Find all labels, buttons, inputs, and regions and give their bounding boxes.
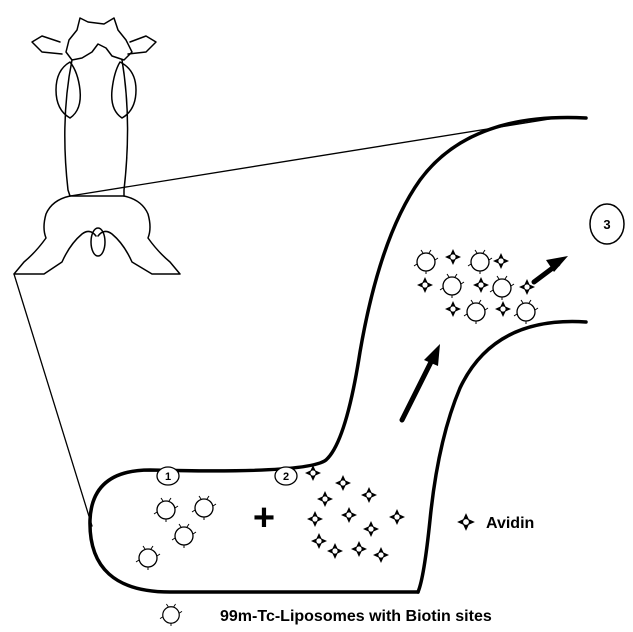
marker-1-label: 1 — [165, 471, 171, 483]
plus-sign: + — [253, 497, 275, 539]
avidin-icon — [363, 521, 379, 537]
liposome-icon — [440, 274, 464, 298]
marker-3: 3 — [590, 204, 624, 244]
flow-arrow-icon — [402, 256, 568, 420]
avidin-icon — [307, 511, 323, 527]
liposome-icon — [154, 498, 178, 522]
mouse-silhouette-icon — [14, 18, 180, 274]
marker-2-label: 2 — [283, 471, 289, 483]
liposome-icon — [414, 250, 438, 274]
avidin-icon — [373, 547, 389, 563]
avidin-icon — [341, 507, 357, 523]
marker-2: 2 — [275, 467, 297, 485]
marker-1: 1 — [157, 467, 179, 485]
liposome-icon — [136, 546, 160, 570]
legend-liposome-label: 99m-Tc-Liposomes with Biotin sites — [220, 608, 492, 625]
avidin-icon — [445, 249, 461, 265]
avidin-icon — [311, 533, 327, 549]
liposome-icon — [160, 604, 182, 626]
liposome-icon — [464, 300, 488, 324]
liposome-icon — [468, 250, 492, 274]
avidin-group-free — [305, 465, 405, 563]
avidin-icon — [351, 541, 367, 557]
avidin-icon — [457, 513, 475, 531]
liposome-icon — [514, 300, 538, 324]
avidin-icon — [327, 543, 343, 559]
marker-3-label: 3 — [603, 217, 610, 232]
avidin-icon — [495, 301, 511, 317]
liposome-icon — [172, 524, 196, 548]
avidin-icon — [335, 475, 351, 491]
legend-avidin: Avidin — [457, 513, 534, 532]
liposome-group-free — [136, 496, 216, 570]
avidin-icon — [473, 277, 489, 293]
avidin-icon — [317, 491, 333, 507]
avidin-icon — [389, 509, 405, 525]
avidin-icon — [361, 487, 377, 503]
avidin-icon — [417, 277, 433, 293]
avidin-icon — [493, 253, 509, 269]
liposome-icon — [490, 276, 514, 300]
legend-liposome: 99m-Tc-Liposomes with Biotin sites — [160, 604, 492, 626]
liposome-icon — [192, 496, 216, 520]
zoom-lines — [14, 118, 556, 526]
aggregate-complex — [414, 249, 538, 324]
legend-avidin-label: Avidin — [486, 515, 534, 532]
avidin-icon — [445, 301, 461, 317]
